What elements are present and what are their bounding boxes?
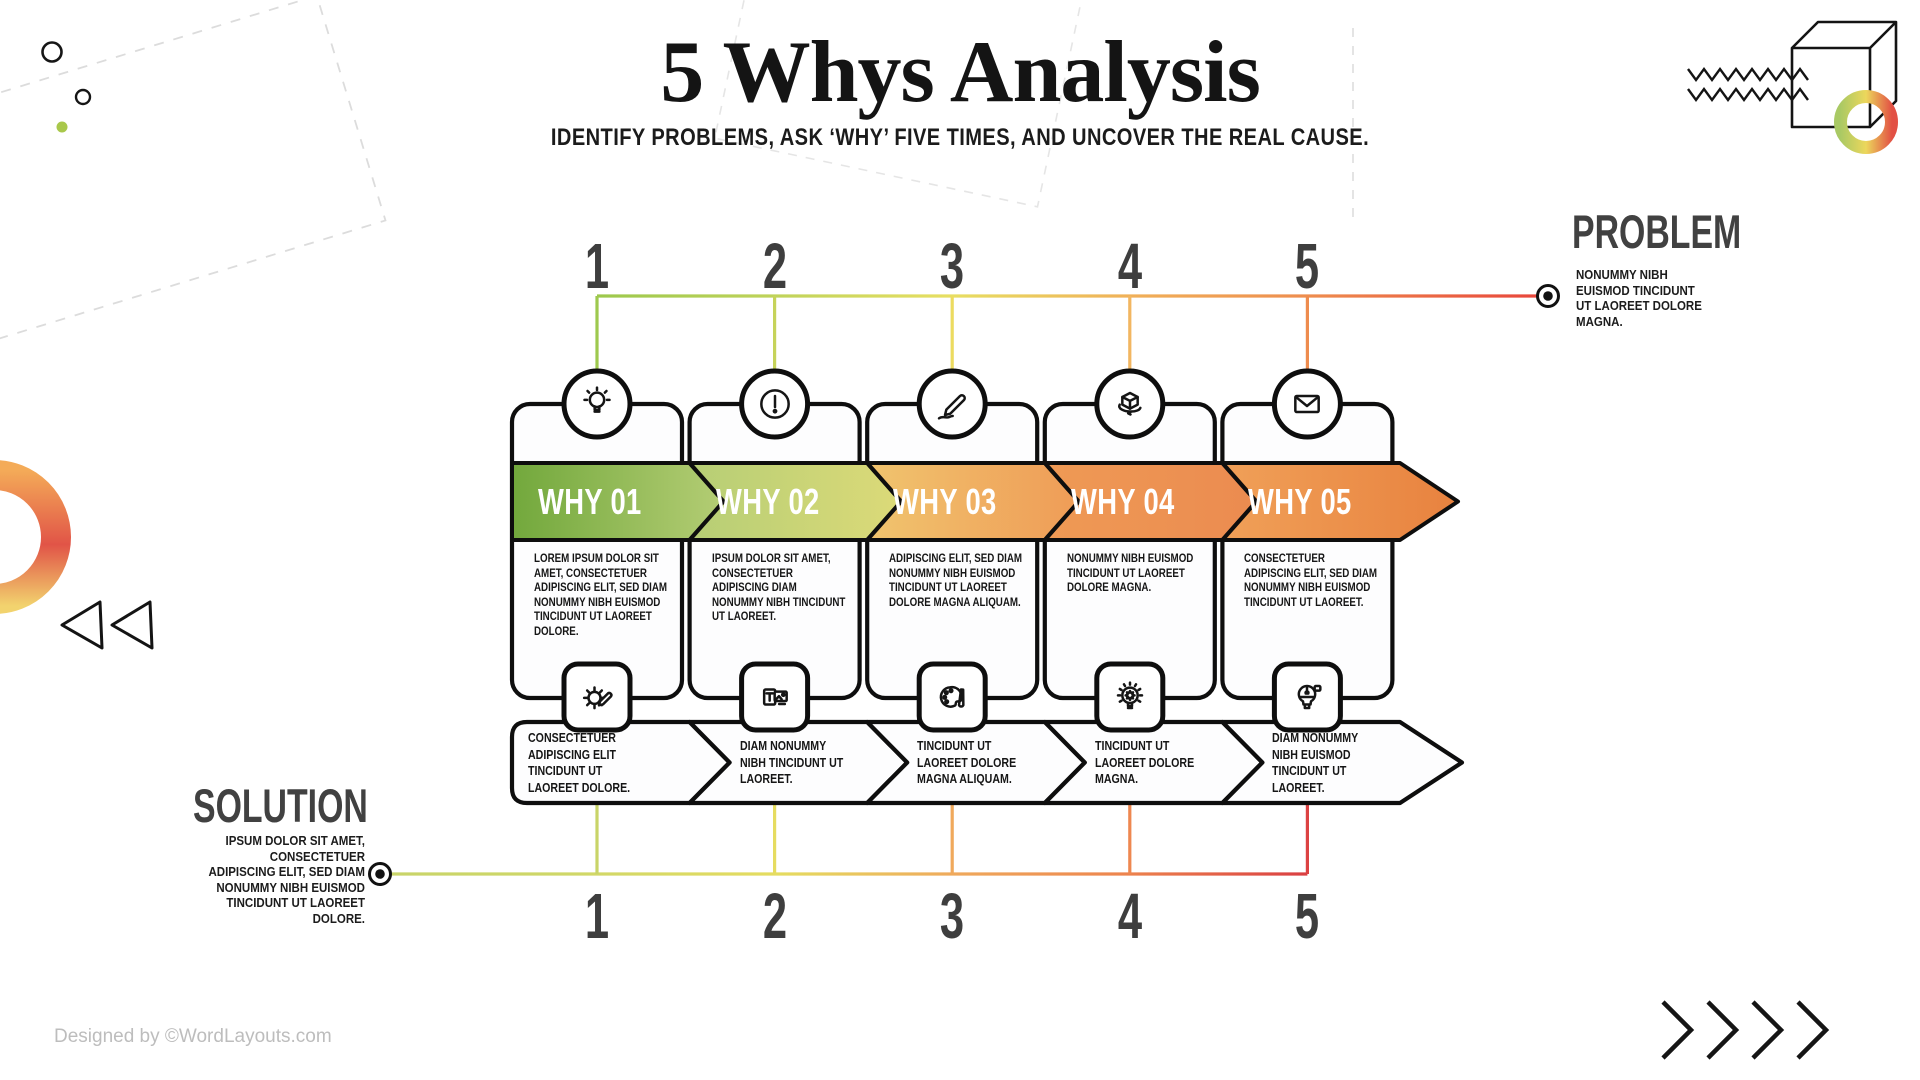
step-description: IPSUM DOLOR SIT AMET, CONSECTETUER ADIPI… (711, 553, 846, 624)
triangle-left-icon (60, 600, 104, 650)
problem-heading: PROBLEM (1572, 205, 1742, 258)
why-banner-label: WHY 01 (538, 481, 642, 522)
gear-pencil-icon (575, 675, 619, 719)
page-subtitle: IDENTIFY PROBLEMS, ASK ‘WHY’ FIVE TIMES,… (550, 124, 1370, 151)
step-description: CONSECTETUER ADIPISCING ELIT, SED DIAM N… (1244, 553, 1378, 609)
chevron-right-icon (1706, 1000, 1740, 1060)
action-arrow-box (509, 719, 732, 806)
envelope-icon (1285, 382, 1329, 426)
gradient-ring-decoration (0, 460, 71, 614)
why-banner-label: WHY 05 (1248, 481, 1353, 522)
step-description: ADIPISCING ELIT, SED DIAM NONUMMY NIBH E… (889, 553, 1023, 609)
palette-brush-icon (930, 675, 974, 719)
circle-decoration (41, 41, 63, 63)
triangle-left-icon (110, 600, 154, 650)
why-banner (1220, 461, 1460, 542)
step-number-bottom: 2 (762, 880, 787, 952)
circle-decoration (74, 88, 92, 106)
zigzag-decoration (1687, 86, 1809, 103)
background-decorations (0, 0, 1898, 1060)
chevron-right-icon (1751, 1000, 1785, 1060)
problem-text: NONUMMY NIBH EUISMOD TINCIDUNT UT LAOREE… (1576, 268, 1702, 329)
top-icon-circle (561, 368, 633, 440)
puzzle-bulb-icon (1285, 675, 1329, 719)
action-text-wrap: TINCIDUNT UT LAOREET DOLORE MAGNA. (1095, 724, 1217, 802)
step-number-top: 2 (762, 230, 787, 302)
step-card (865, 401, 1040, 701)
step-number-top: 4 (1117, 230, 1142, 302)
bulb-gear-icon (1108, 675, 1152, 719)
why-banner-label: WHY 02 (715, 481, 820, 522)
problem-bullet-icon (1536, 284, 1560, 308)
solution-bullet-icon (368, 862, 392, 886)
solution-text: IPSUM DOLOR SIT AMET, CONSECTETUER ADIPI… (208, 834, 365, 926)
solution-heading: SOLUTION (193, 779, 368, 832)
credit-footer: Designed by ©WordLayouts.com (54, 1026, 332, 1047)
pencil-icon (930, 382, 974, 426)
action-text-wrap: DIAM NONUMMY NIBH EUISMOD TINCIDUNT UT L… (1272, 724, 1394, 802)
top-icon-circle (1271, 368, 1343, 440)
action-text-wrap: TINCIDUNT UT LAOREET DOLORE MAGNA ALIQUA… (917, 724, 1039, 802)
action-text-wrap: DIAM NONUMMY NIBH TINCIDUNT UT LAOREET. (740, 724, 862, 802)
step-number-top: 5 (1295, 230, 1320, 302)
step-number-bottom: 1 (584, 880, 610, 952)
step-description: NONUMMY NIBH EUISMOD TINCIDUNT UT LAOREE… (1066, 553, 1194, 595)
green-dot-decoration (56, 121, 68, 133)
zigzag-decoration (1687, 66, 1809, 83)
page-title: 5 Whys Analysis (660, 24, 1261, 121)
action-arrow-box (1220, 719, 1465, 806)
step-cards (509, 368, 1465, 806)
action-text-wrap: CONSECTETUER ADIPISCING ELIT TINCIDUNT U… (528, 724, 678, 802)
step-number-bottom: 5 (1295, 880, 1320, 952)
step-number-top: 3 (940, 230, 965, 302)
step-action-text: TINCIDUNT UT LAOREET DOLORE MAGNA. (1094, 739, 1194, 787)
step-number-bottom: 4 (1117, 880, 1142, 952)
step-number-bottom: 3 (940, 880, 965, 952)
chevron-right-icon (1661, 1000, 1695, 1060)
connector-lines (368, 284, 1560, 886)
lightbulb-icon (575, 382, 619, 426)
step-action-text: DIAM NONUMMY NIBH EUISMOD TINCIDUNT UT L… (1272, 731, 1359, 795)
dashed-rect-decoration (713, 0, 1095, 208)
bottom-icon-square (916, 661, 988, 733)
alert-circle-icon (753, 382, 797, 426)
chevron-right-icon (1796, 1000, 1830, 1060)
gradient-donut-decoration (1834, 90, 1898, 154)
dashed-rect-decoration (0, 0, 387, 354)
why-banner-label: WHY 04 (1070, 481, 1175, 522)
step-action-text: DIAM NONUMMY NIBH TINCIDUNT UT LAOREET. (739, 739, 843, 787)
step-card (509, 401, 685, 701)
step-description: LOREM IPSUM DOLOR SIT AMET, CONSECTETUER… (534, 553, 668, 638)
cube-3d-icon (1108, 382, 1152, 426)
text-image-icon (753, 675, 797, 719)
bottom-icon-square (561, 661, 633, 733)
step-card (687, 401, 862, 701)
why-banner-label: WHY 03 (893, 481, 997, 522)
step-card (1220, 401, 1395, 701)
step-action-text: CONSECTETUER ADIPISCING ELIT TINCIDUNT U… (528, 731, 631, 795)
step-card (1042, 401, 1217, 701)
step-number-top: 1 (584, 230, 610, 302)
step-action-text: TINCIDUNT UT LAOREET DOLORE MAGNA ALIQUA… (917, 739, 1017, 787)
